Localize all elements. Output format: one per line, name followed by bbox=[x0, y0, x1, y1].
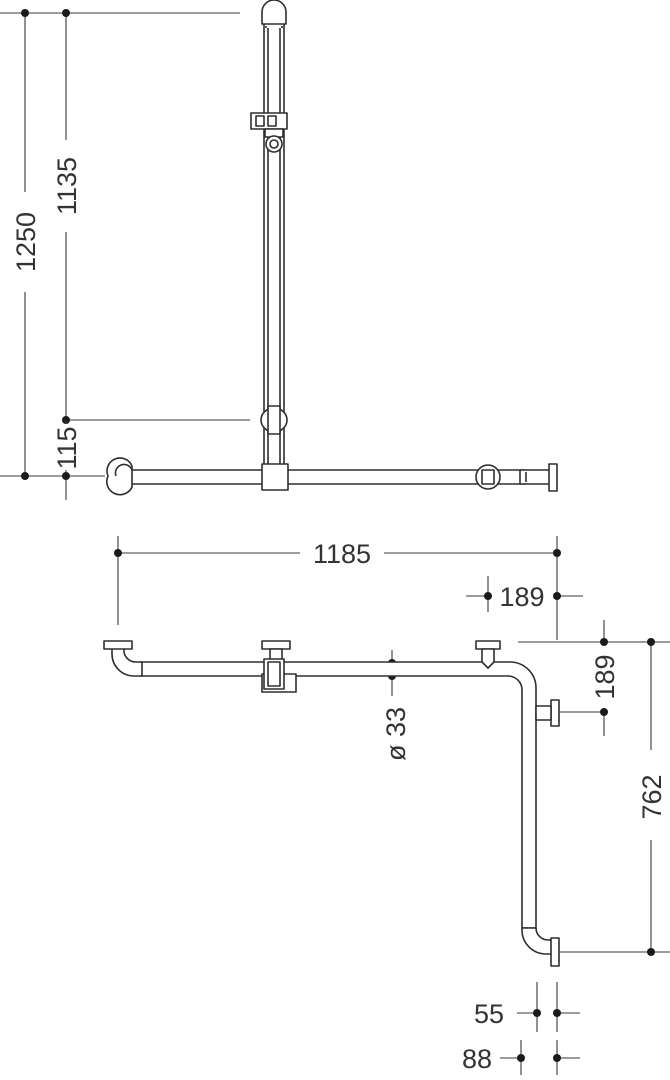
dimension-1185: 1185 bbox=[114, 536, 561, 640]
dimension-55: 55 bbox=[474, 982, 580, 1032]
dimension-label-1135: 1135 bbox=[52, 157, 82, 215]
dimension-label-diameter-33: ø 33 bbox=[381, 707, 411, 761]
dimension-88: 88 bbox=[462, 1040, 580, 1075]
dimension-label-189-horizontal: 189 bbox=[499, 582, 544, 612]
plan-view: 1185 189 189 762 bbox=[103, 536, 670, 1075]
vertical-riser-rail bbox=[260, 0, 288, 471]
dimension-label-1250: 1250 bbox=[11, 212, 41, 272]
dimension-189-vertical: 189 bbox=[518, 620, 670, 736]
l-shaped-grab-bar bbox=[103, 640, 560, 967]
elevation-view: 1250 1135 115 bbox=[0, 0, 558, 500]
dimension-diameter-33: ø 33 bbox=[381, 650, 411, 761]
dimension-label-189-vertical: 189 bbox=[590, 654, 620, 699]
dimension-label-1185: 1185 bbox=[313, 539, 371, 569]
dimension-label-115: 115 bbox=[52, 426, 82, 469]
dimension-762: 762 bbox=[556, 638, 670, 956]
dimension-label-88: 88 bbox=[462, 1044, 492, 1074]
dimension-label-762: 762 bbox=[637, 774, 667, 819]
dimension-1250: 1250 bbox=[0, 9, 240, 480]
dimension-115: 115 bbox=[52, 420, 82, 500]
dimension-1135: 1135 bbox=[52, 9, 250, 424]
dimension-189-horizontal: 189 bbox=[466, 576, 583, 612]
shower-slider bbox=[250, 112, 288, 153]
dimension-label-55: 55 bbox=[474, 999, 504, 1029]
horizontal-grab-bar bbox=[106, 457, 558, 496]
